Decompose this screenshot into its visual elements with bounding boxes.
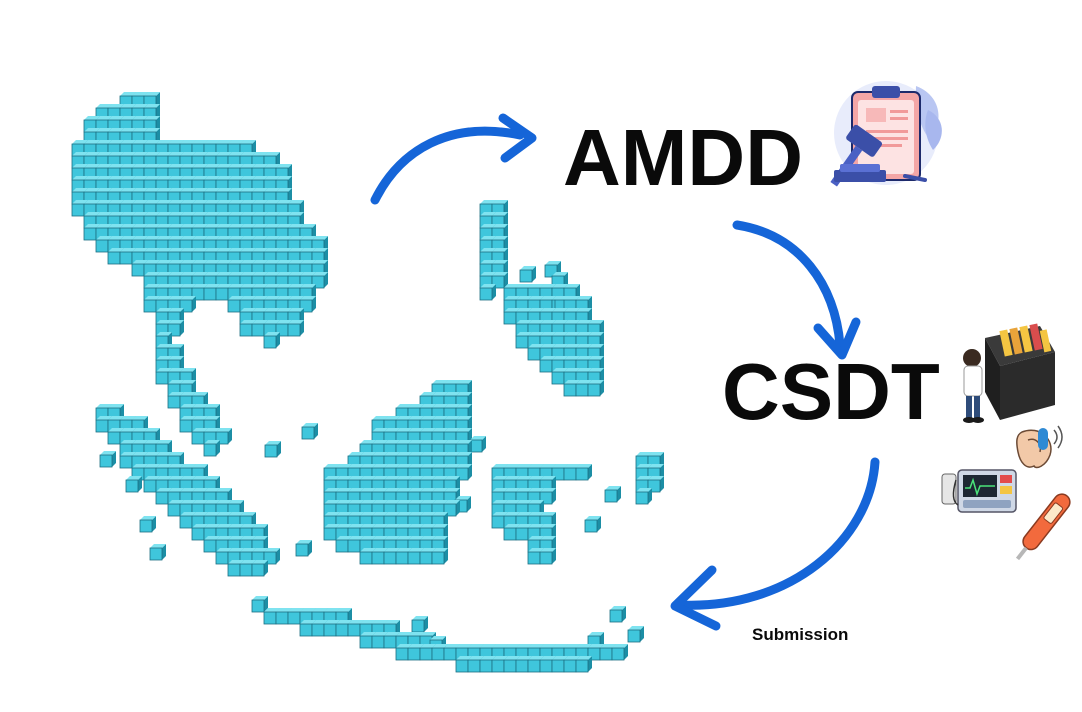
thermometer-icon [0, 0, 1082, 712]
diagram-stage: AMDD CSDT Submission [0, 0, 1082, 712]
